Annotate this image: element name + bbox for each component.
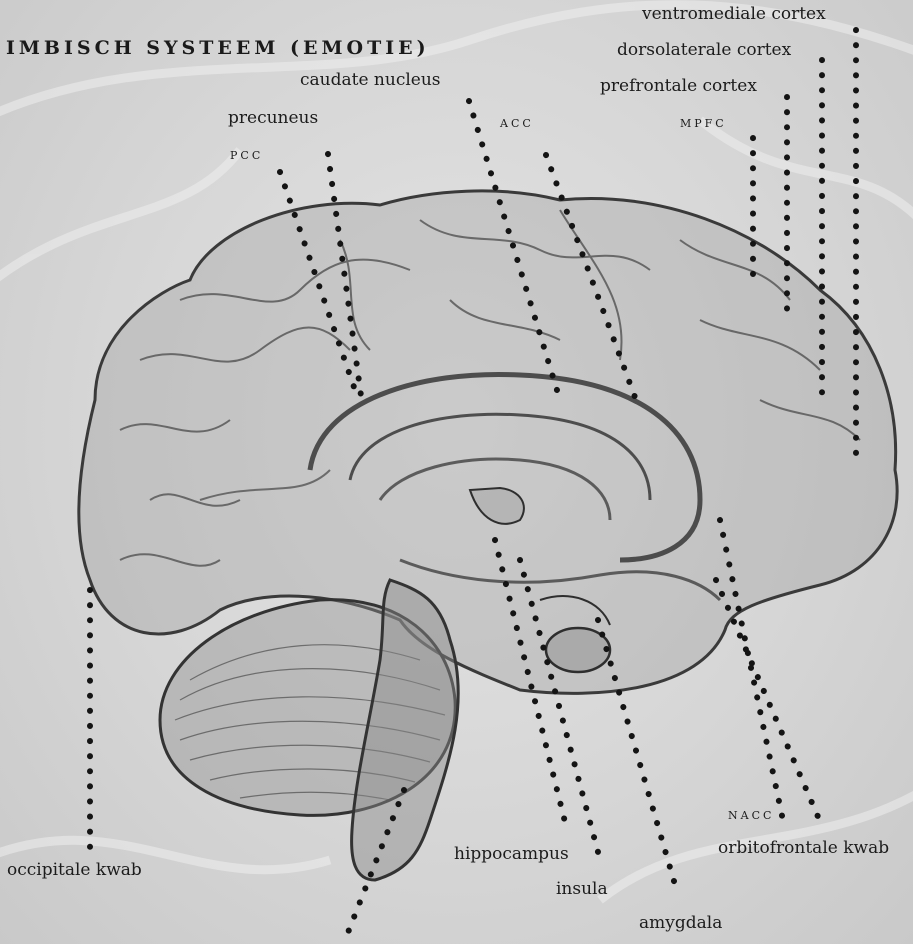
label-insula: insula [556,881,608,898]
label-amygdala: amygdala [639,915,722,932]
label-mpfc: MPFC [680,118,727,129]
label-nacc: NACC [728,810,774,821]
diagram-title: IMBISCH SYSTEEM (EMOTIE) [6,37,430,59]
label-precuneus: precuneus [228,110,318,127]
label-hippocampus: hippocampus [454,846,569,863]
label-ventromedial-cortex: ventromediale cortex [642,6,826,23]
label-acc: ACC [500,118,534,129]
label-prefrontal-cortex: prefrontale cortex [600,78,757,95]
label-pcc: PCC [230,150,263,161]
label-orbitofrontale-kwab: orbitofrontale kwab [718,840,889,857]
label-caudate-nucleus: caudate nucleus [300,72,441,89]
label-occipitale-kwab: occipitale kwab [7,862,142,879]
label-dorsolateral-cortex: dorsolaterale cortex [617,42,791,59]
cerebrum [79,191,897,693]
